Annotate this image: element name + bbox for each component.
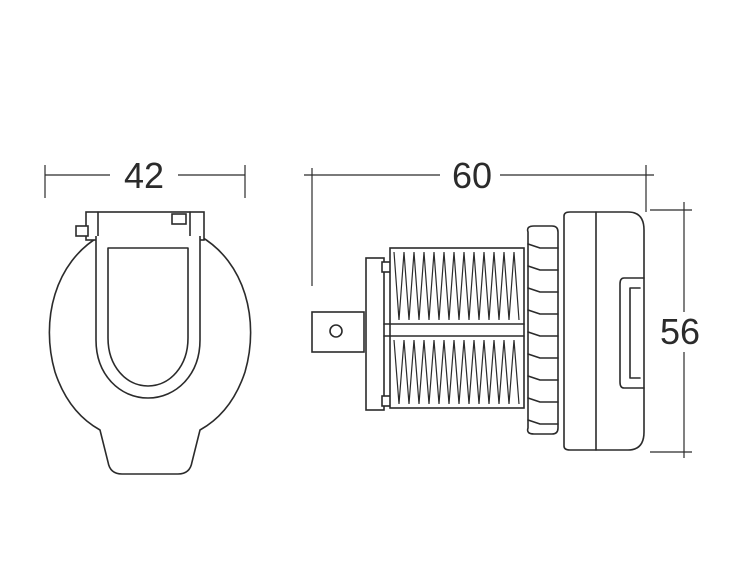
lock-nut [526, 225, 559, 435]
dim-60-label: 60 [452, 155, 492, 196]
flap-side-inner [629, 287, 641, 379]
flap-inner [107, 247, 189, 387]
thread-teeth-lower [393, 339, 520, 405]
flange-outline [563, 211, 645, 451]
lock-nut-ridges [527, 243, 559, 425]
dimension-60: 60 [304, 155, 654, 286]
dim-42-label: 42 [124, 155, 164, 196]
flange-cover [563, 211, 645, 451]
dimension-42: 42 [44, 155, 246, 198]
blade-terminal [311, 257, 393, 411]
threaded-barrel [383, 247, 525, 409]
hinge-clip [171, 213, 187, 225]
terminal-base [365, 257, 385, 411]
dimension-56: 56 [650, 202, 700, 458]
hinge-pin-left [75, 225, 89, 237]
lock-nut-outline [526, 225, 559, 435]
front-view: 42 [44, 155, 252, 475]
thread-teeth-upper [393, 251, 520, 321]
flap-side-outer [619, 277, 645, 389]
side-view: 60 56 [304, 155, 700, 458]
dim-56-label: 56 [660, 311, 700, 352]
terminal-hole [329, 324, 343, 338]
flap-outer [95, 236, 201, 399]
terminal-blade [311, 311, 365, 353]
